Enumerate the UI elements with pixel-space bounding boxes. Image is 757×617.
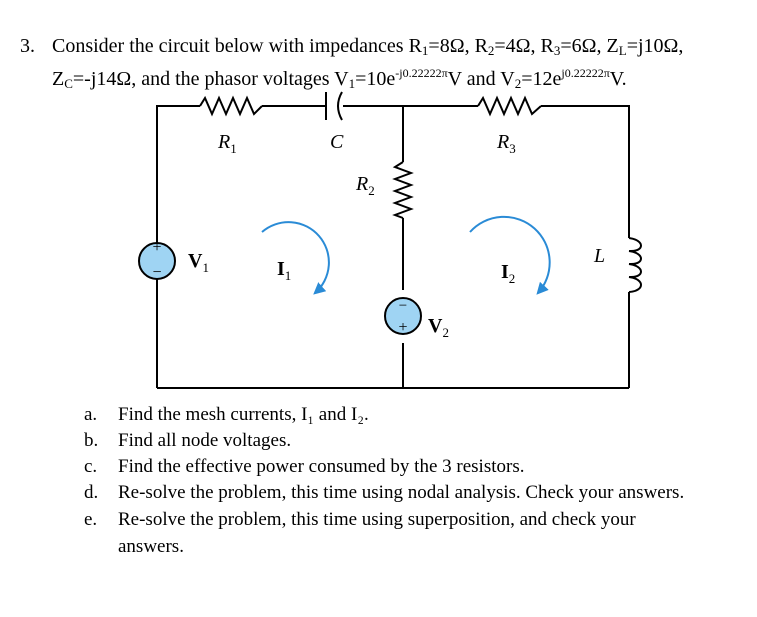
i1-label: I1 [277, 258, 291, 283]
question-text-line-1: Consider the circuit below with impedanc… [52, 35, 684, 58]
wires [156, 105, 630, 389]
v1-label: V1 [188, 250, 209, 275]
r3-resistor [477, 95, 542, 117]
r1-label: R1 [217, 131, 237, 156]
l-label: L [593, 245, 605, 267]
r1-resistor [199, 95, 263, 117]
i2-label: I2 [501, 261, 515, 286]
v2-plus-sign: + [398, 319, 407, 336]
capacitor [325, 91, 343, 121]
r2-resistor [392, 161, 414, 219]
v1-source: + − [138, 239, 176, 281]
v2-minus-sign: − [399, 298, 407, 314]
v1-plus-sign: + [152, 239, 161, 256]
mesh-current-arrow-1 [261, 221, 330, 295]
r3-label: R3 [496, 131, 516, 156]
question-number: 3. [20, 35, 35, 57]
c-label: C [330, 131, 344, 153]
v2-label: V2 [428, 315, 449, 340]
r2-label: R2 [355, 173, 375, 198]
inductor [628, 237, 642, 293]
v1-minus-sign: − [152, 264, 161, 281]
v2-source: − + [384, 297, 422, 336]
question-text-line-2: ZC=-j14Ω, and the phasor voltages V1=10e… [52, 66, 627, 91]
mesh-current-arrow-2 [469, 215, 551, 295]
